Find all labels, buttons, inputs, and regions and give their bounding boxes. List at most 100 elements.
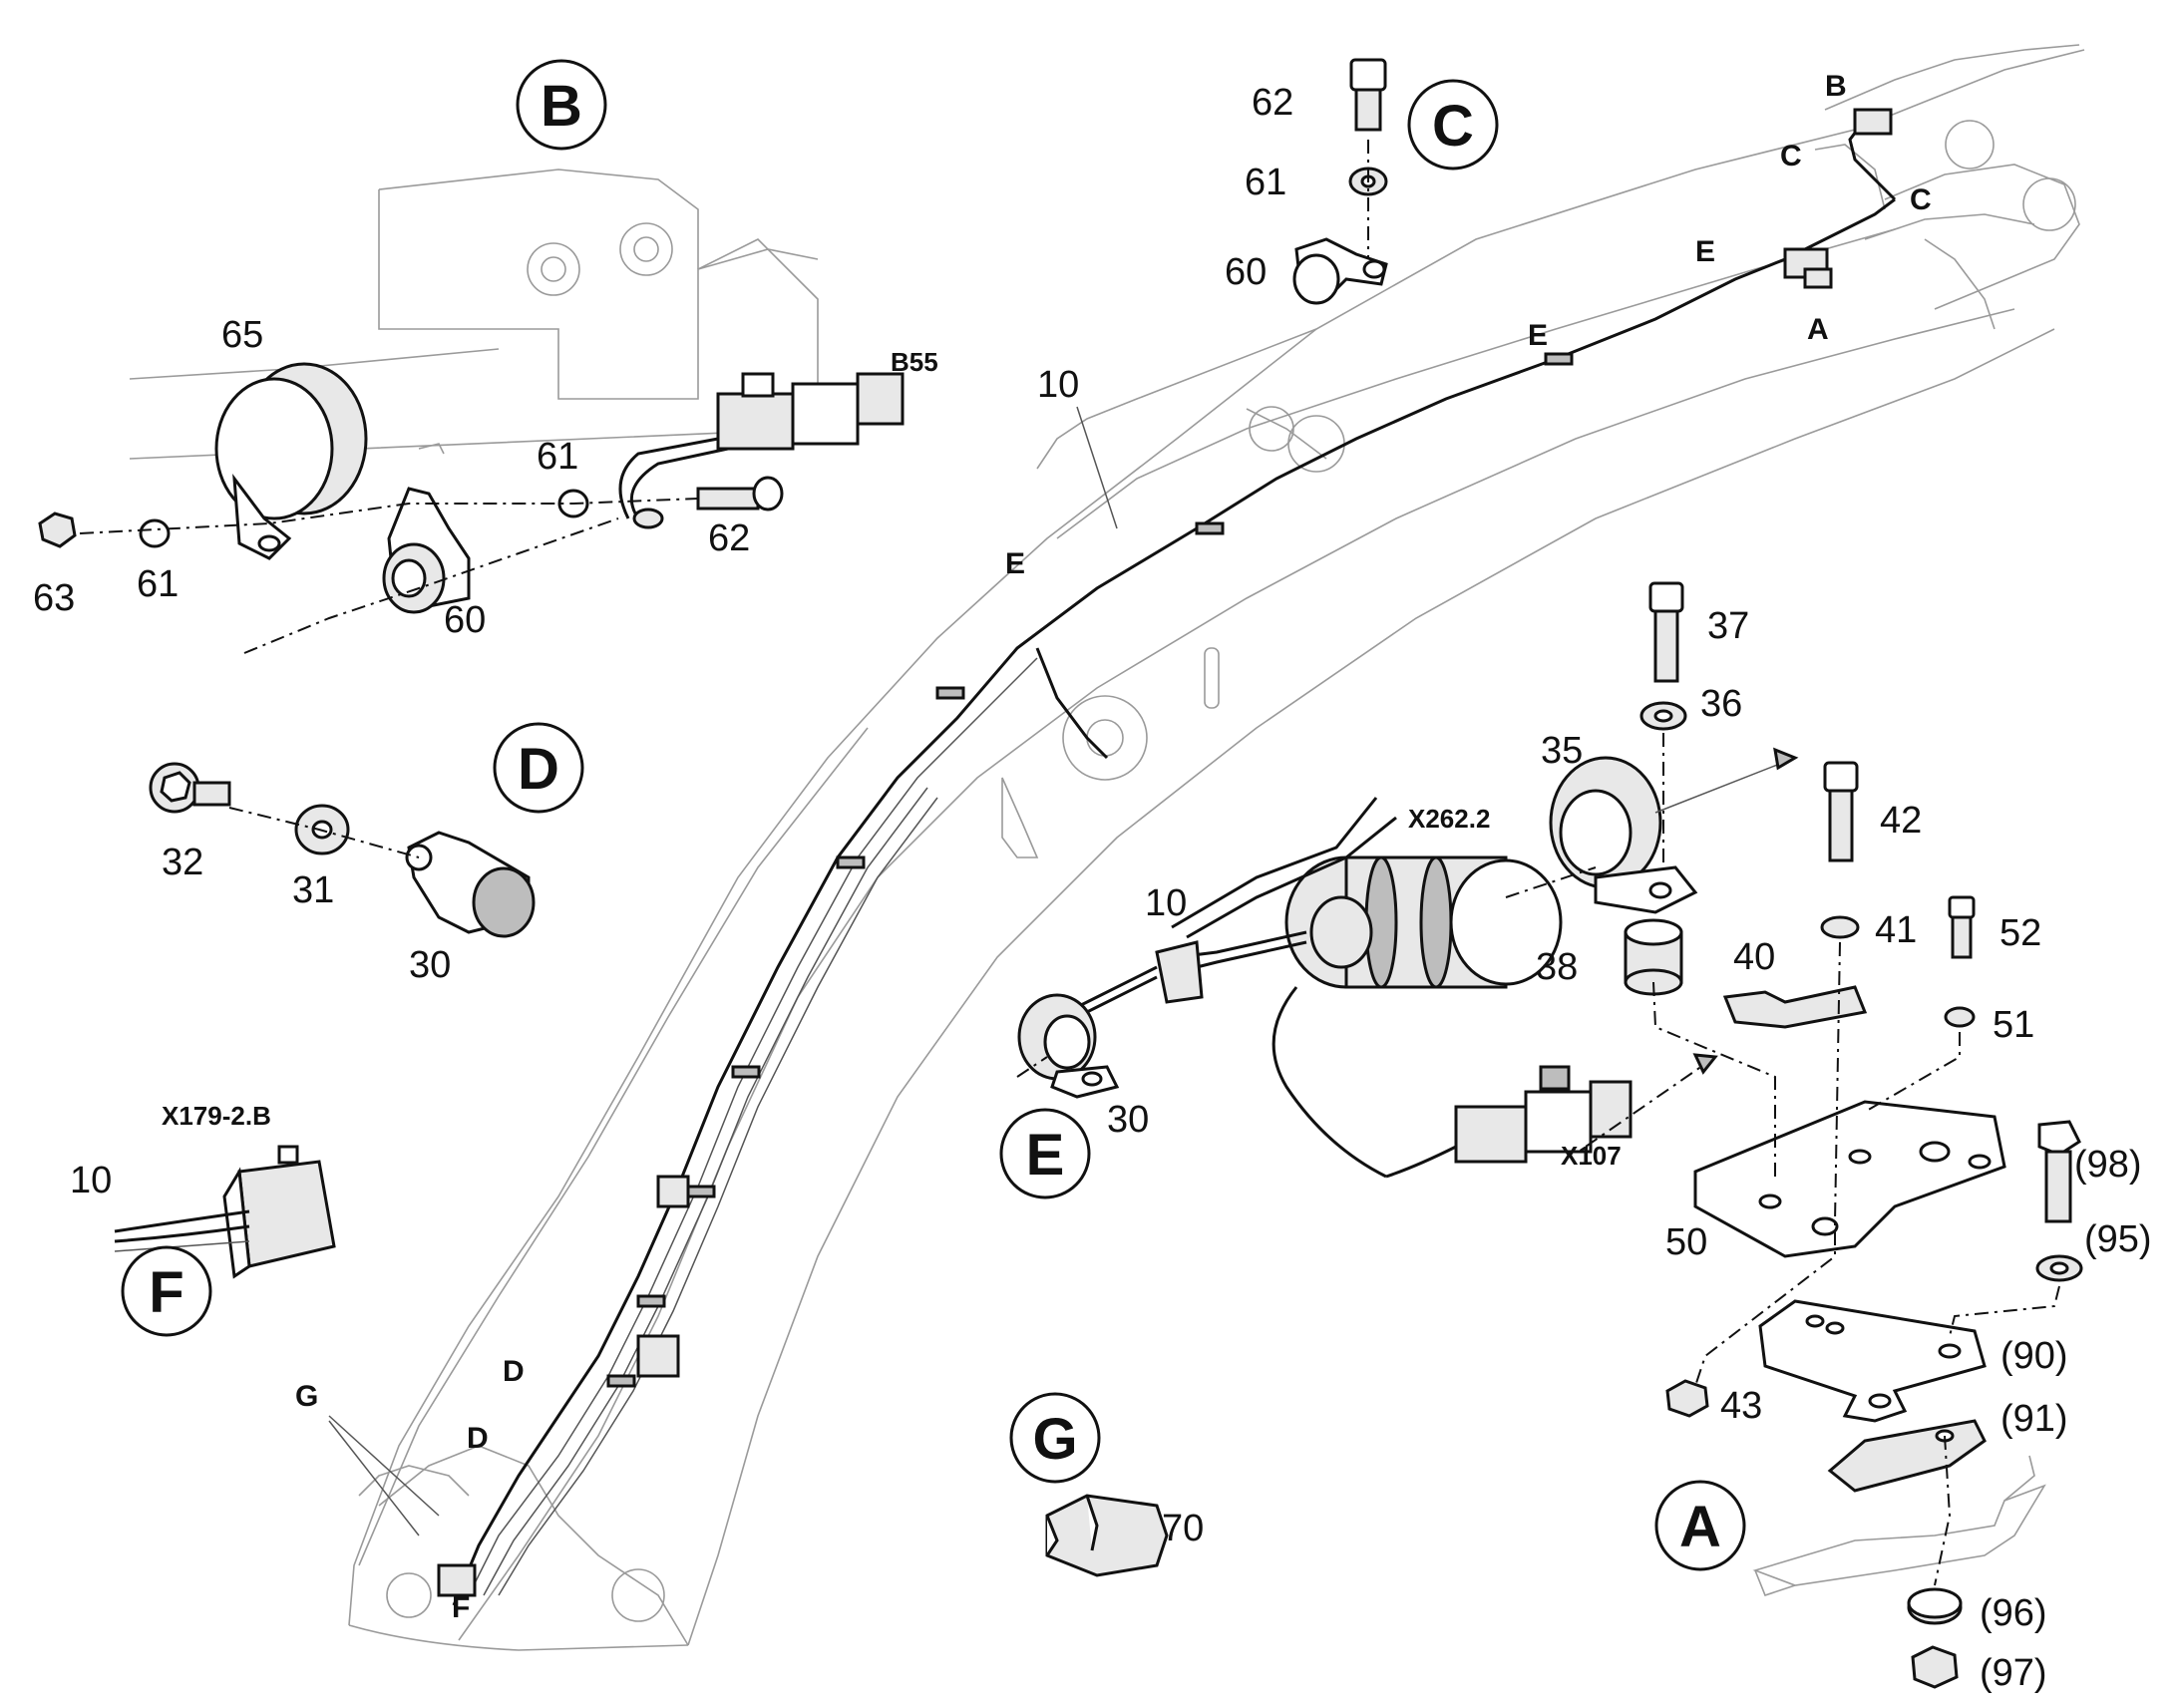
connector-label-x262-2: X262.2 bbox=[1408, 804, 1490, 834]
bolt-98 bbox=[2037, 1120, 2081, 1223]
callout-42: 42 bbox=[1880, 800, 1922, 842]
callout-62-b: 62 bbox=[708, 517, 750, 559]
callout-50: 50 bbox=[1665, 1221, 1707, 1263]
detail-letter-b: B bbox=[516, 59, 607, 151]
callout-30-e: 30 bbox=[1107, 1099, 1149, 1141]
callout-32: 32 bbox=[162, 842, 203, 883]
clip-30-d bbox=[405, 831, 536, 938]
callout-10-e: 10 bbox=[1145, 882, 1187, 924]
grommet-65 bbox=[214, 362, 368, 560]
callout-97: (97) bbox=[1980, 1652, 2047, 1694]
marker-e-3: E bbox=[1005, 547, 1025, 580]
marker-d-2: D bbox=[467, 1422, 489, 1455]
bolt-42 bbox=[1823, 761, 1859, 862]
clip-60 bbox=[382, 487, 471, 614]
sensor-x262-2 bbox=[1284, 855, 1563, 989]
bolt-52 bbox=[1948, 895, 1976, 959]
bolt-62-b bbox=[696, 476, 784, 512]
callout-35: 35 bbox=[1541, 730, 1583, 772]
bolt-37 bbox=[1648, 581, 1684, 683]
bolt-62-c bbox=[1349, 58, 1387, 132]
callout-43: 43 bbox=[1720, 1385, 1762, 1427]
marker-b: B bbox=[1825, 70, 1847, 103]
callout-95: (95) bbox=[2084, 1218, 2152, 1260]
connector-x107 bbox=[1385, 1065, 1633, 1179]
detail-letter-e: E bbox=[999, 1108, 1091, 1199]
clip-60-c bbox=[1292, 237, 1388, 305]
bolt-32 bbox=[149, 762, 231, 814]
callout-90: (90) bbox=[2000, 1335, 2068, 1377]
marker-d-1: D bbox=[503, 1355, 525, 1388]
marker-g: G bbox=[295, 1380, 318, 1413]
boom-harness bbox=[437, 108, 1897, 1606]
svg-text:E: E bbox=[1026, 1123, 1065, 1188]
marker-c-1: C bbox=[1780, 140, 1802, 172]
detail-a bbox=[1752, 1120, 2083, 1689]
washer-61-left bbox=[139, 518, 171, 548]
nut-97 bbox=[1911, 1645, 1959, 1689]
detail-f bbox=[114, 1145, 336, 1279]
callout-63: 63 bbox=[33, 577, 75, 619]
svg-text:C: C bbox=[1432, 94, 1474, 159]
marker-e-2: E bbox=[1528, 319, 1548, 352]
svg-text:D: D bbox=[518, 737, 559, 802]
marker-c-2: C bbox=[1910, 183, 1932, 216]
marker-f: F bbox=[452, 1591, 470, 1624]
clip-30-e bbox=[1017, 993, 1120, 1099]
callout-31: 31 bbox=[292, 869, 334, 911]
marker-a: A bbox=[1807, 313, 1829, 346]
callout-37: 37 bbox=[1707, 605, 1749, 647]
connector-label-b55: B55 bbox=[891, 347, 938, 377]
strap-70 bbox=[1045, 1494, 1169, 1577]
nut-63 bbox=[38, 512, 77, 548]
callout-52: 52 bbox=[1999, 912, 2041, 954]
connector-b55 bbox=[618, 372, 905, 519]
plate-91 bbox=[1827, 1419, 1987, 1493]
callout-91: (91) bbox=[2000, 1398, 2068, 1440]
detail-letter-a: A bbox=[1654, 1480, 1746, 1571]
detail-letter-d: D bbox=[493, 722, 584, 814]
plate-90 bbox=[1758, 1299, 1987, 1423]
detail-letter-c: C bbox=[1407, 79, 1499, 171]
svg-text:B: B bbox=[541, 74, 582, 139]
callout-62-c: 62 bbox=[1252, 82, 1293, 124]
detail-letter-g: G bbox=[1009, 1392, 1101, 1484]
callout-10-boom: 10 bbox=[1037, 364, 1079, 406]
callout-98: (98) bbox=[2074, 1144, 2142, 1186]
svg-text:F: F bbox=[149, 1260, 183, 1325]
callout-30-d: 30 bbox=[409, 944, 451, 986]
detail-b bbox=[38, 169, 905, 654]
callout-61-b-right: 61 bbox=[537, 436, 578, 478]
bracket-40 bbox=[1722, 985, 1868, 1029]
callout-61-b-left: 61 bbox=[137, 563, 179, 605]
boom-markers: B C C E E A E D D G F bbox=[295, 70, 1932, 1624]
boom-outline bbox=[348, 44, 2085, 1651]
detail-d bbox=[149, 762, 536, 938]
callout-51: 51 bbox=[1993, 1004, 2034, 1046]
callout-41: 41 bbox=[1875, 909, 1917, 951]
marker-e-1: E bbox=[1695, 235, 1715, 268]
detail-c bbox=[1292, 58, 1388, 305]
callout-96: (96) bbox=[1980, 1592, 2047, 1634]
connector-label-x107: X107 bbox=[1561, 1141, 1622, 1171]
nut-43 bbox=[1665, 1379, 1709, 1418]
detail-e bbox=[1016, 581, 2006, 1418]
callout-60-c: 60 bbox=[1225, 251, 1267, 293]
callout-10-f: 10 bbox=[70, 1160, 112, 1201]
detail-letter-f: F bbox=[121, 1245, 212, 1337]
callout-36: 36 bbox=[1700, 683, 1742, 725]
connector-label-x179-2b: X179-2.B bbox=[162, 1101, 271, 1131]
washer-41 bbox=[1820, 915, 1860, 939]
detail-g bbox=[1045, 1494, 1169, 1577]
clip-35 bbox=[1549, 756, 1698, 914]
callout-65: 65 bbox=[221, 314, 263, 356]
callout-70: 70 bbox=[1162, 1508, 1204, 1549]
plate-50 bbox=[1693, 1100, 2006, 1258]
svg-text:G: G bbox=[1032, 1407, 1077, 1472]
callout-40: 40 bbox=[1733, 936, 1775, 978]
callout-61-c: 61 bbox=[1245, 162, 1286, 203]
callout-60-b: 60 bbox=[444, 599, 486, 641]
callout-38: 38 bbox=[1536, 946, 1578, 988]
svg-text:A: A bbox=[1679, 1495, 1721, 1559]
